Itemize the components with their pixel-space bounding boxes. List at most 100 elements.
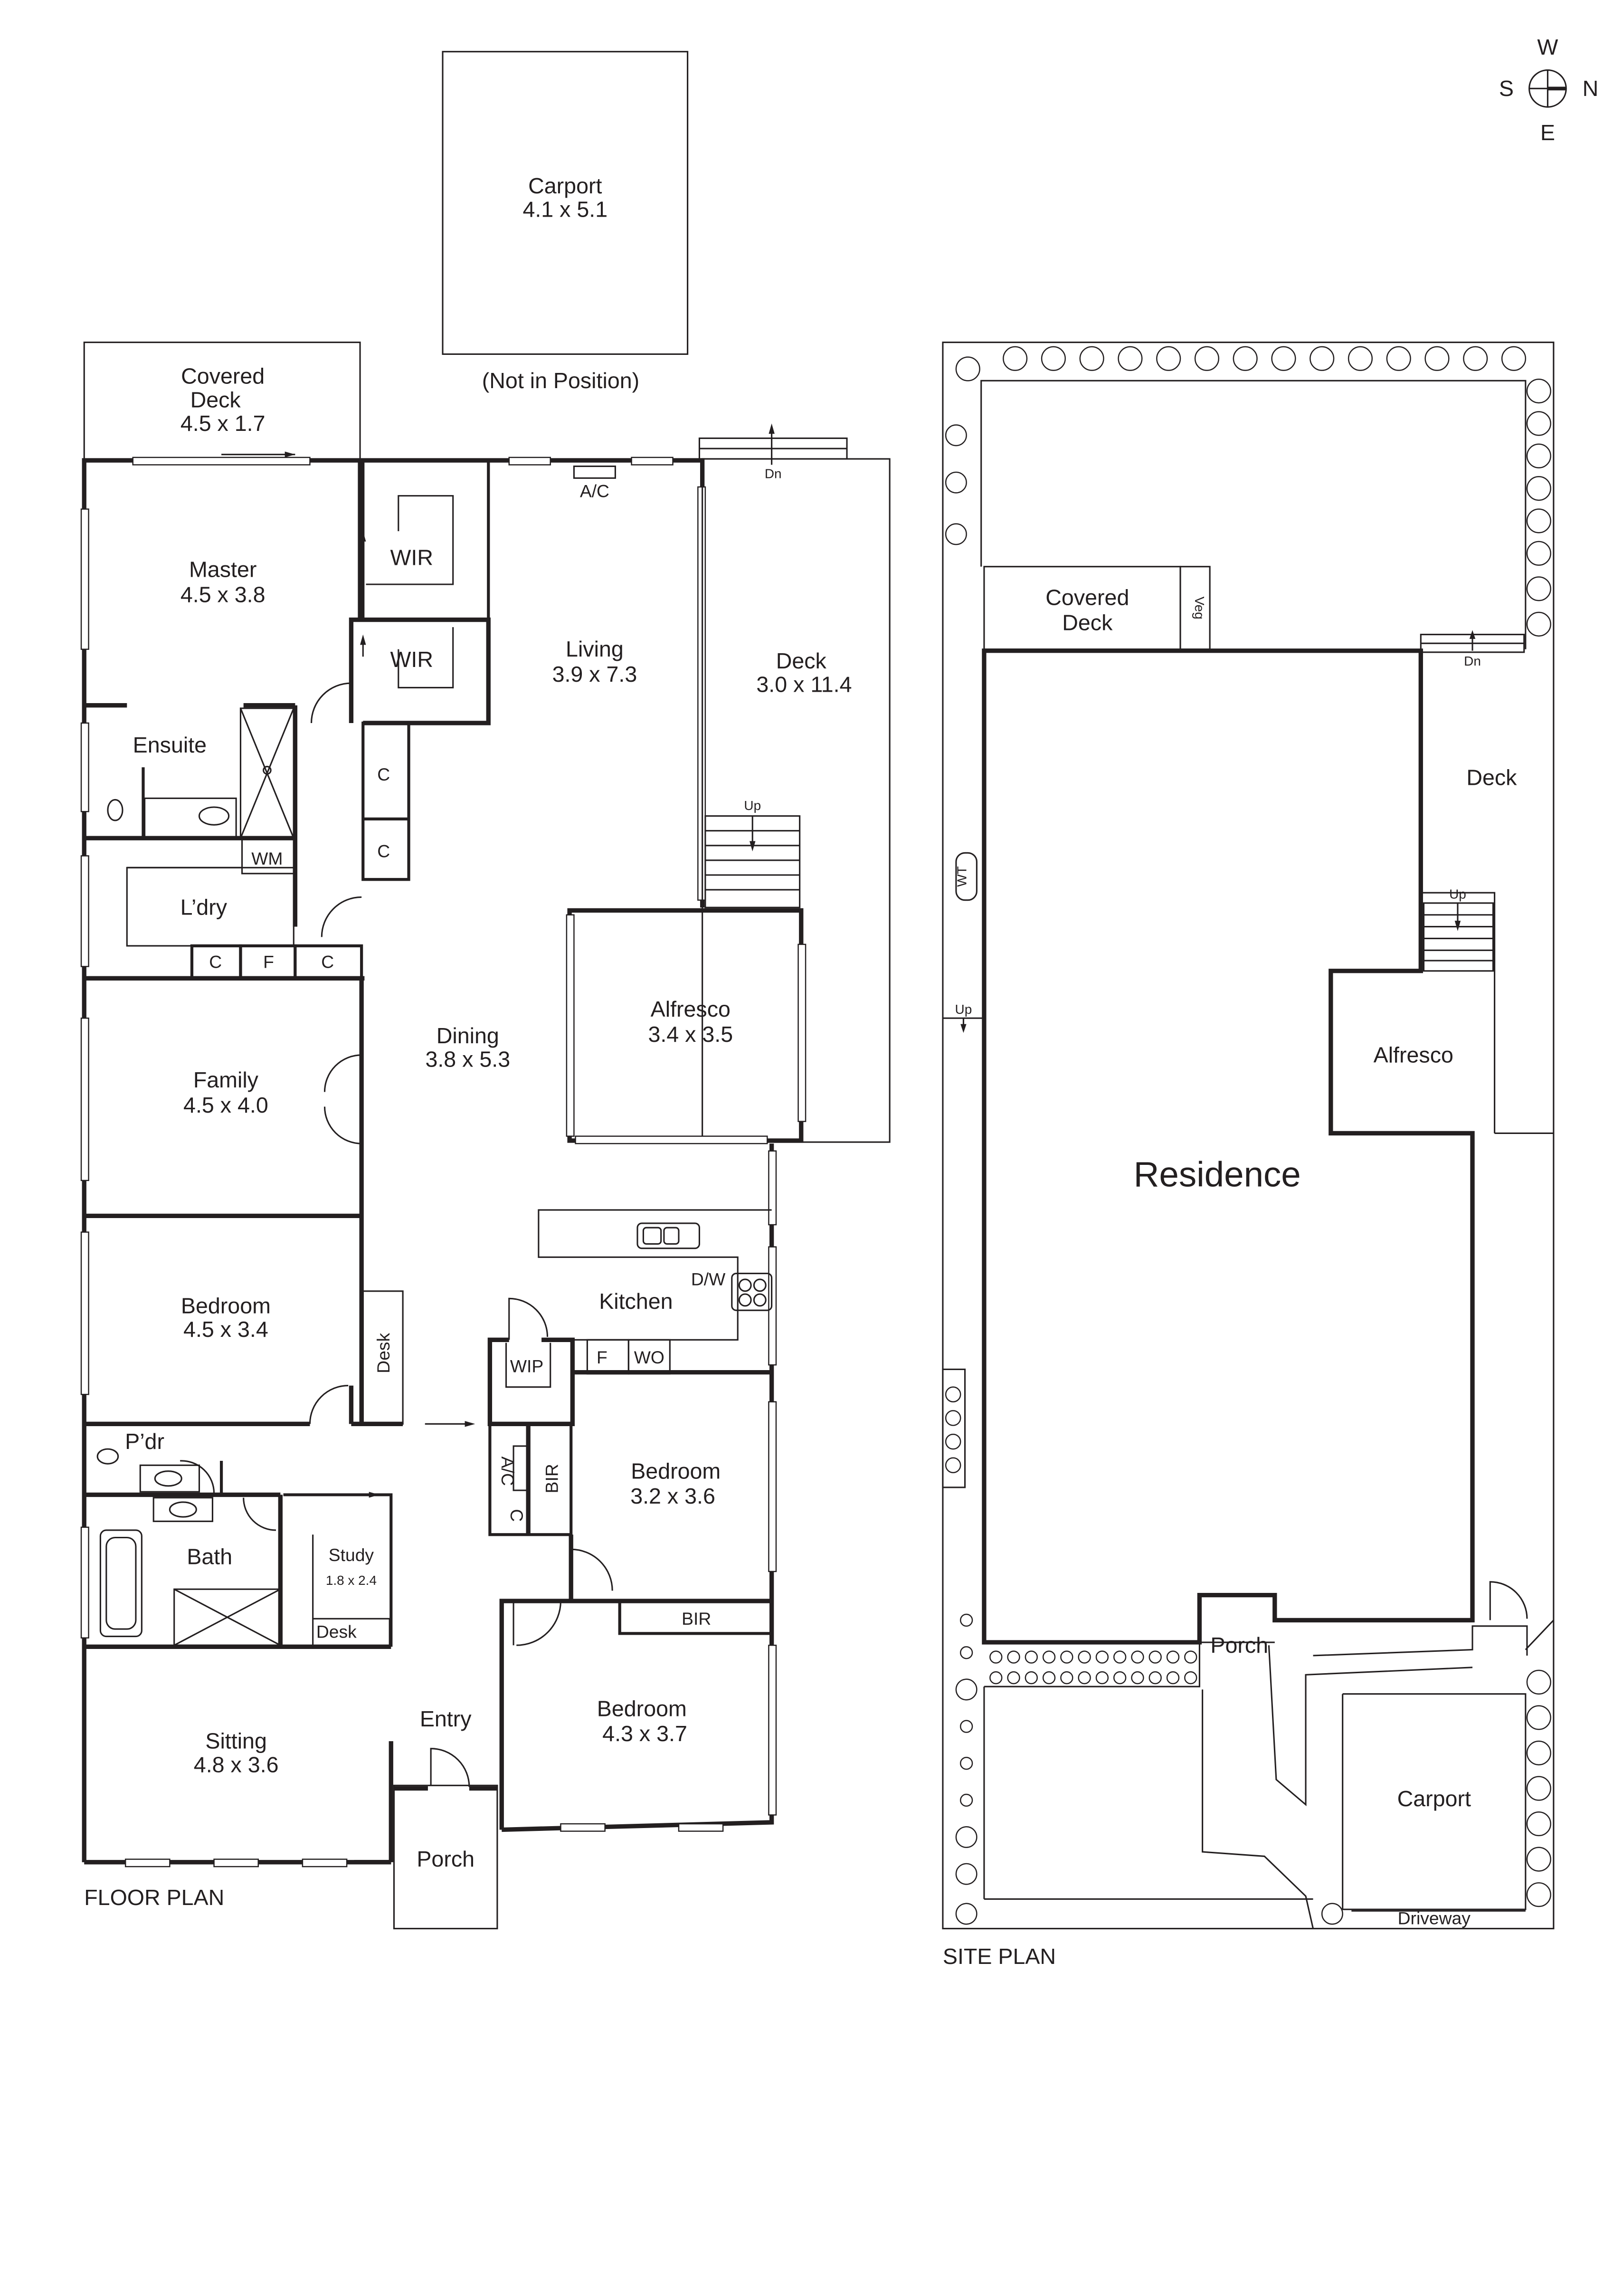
wall-oven-label: WO (634, 1347, 664, 1367)
room-label: Entry (420, 1706, 472, 1731)
room-label: L’dry (180, 895, 228, 920)
hall-cupboards: C C (310, 682, 410, 937)
hedge-row (989, 1650, 1197, 1685)
room-laundry: WM L’dry C F C (84, 837, 365, 981)
washing-machine-label: WM (251, 848, 283, 868)
desk-nook: Desk (362, 1290, 404, 1425)
compass: W S N E (1499, 35, 1598, 145)
room-dimensions: 4.5 x 3.4 (183, 1317, 268, 1342)
room-family: Family 4.5 x 4.0 (84, 978, 364, 1424)
floor-plan: Carport 4.1 x 5.1 (Not in Position) Cove… (80, 51, 891, 1930)
room-label: Ensuite (133, 733, 207, 757)
site-porch: Porch (984, 1581, 1528, 1929)
desk-label: Desk (373, 1333, 393, 1373)
room-bedroom-3: Bedroom 4.3 x 3.7 (513, 1601, 687, 1746)
carport-note: (Not in Position) (482, 368, 639, 393)
site-boundary (942, 342, 1555, 1930)
room-dimensions: 3.4 x 3.5 (648, 1022, 733, 1047)
room-label: Living (566, 637, 624, 661)
water-tank (955, 852, 978, 901)
site-label: Covered (1045, 585, 1129, 610)
room-entry: Entry Porch (393, 1706, 498, 1930)
site-residence: Residence (982, 648, 1475, 1645)
desk-label: Desk (316, 1622, 357, 1642)
site-dn-label: Dn (1464, 654, 1481, 668)
bir-closet (618, 1599, 773, 1635)
fridge-label: F (597, 1347, 607, 1367)
room-label: Bedroom (181, 1293, 271, 1318)
room-dining: Dining 3.8 x 5.3 (425, 1023, 510, 1072)
site-up-label: Up (1449, 887, 1466, 902)
room-dimensions: 4.1 x 5.1 (522, 197, 607, 222)
room-label: Bath (187, 1544, 232, 1569)
site-carport: Carport Driveway (983, 1620, 1554, 1928)
room-dimensions: 1.8 x 2.4 (326, 1573, 377, 1588)
ac-label: A/C (498, 1457, 518, 1486)
room-label: Master (189, 557, 256, 581)
bir-label: BIR (682, 1609, 711, 1629)
room-label: P’dr (125, 1429, 164, 1454)
porch-label: Porch (417, 1847, 475, 1871)
room-label: Family (193, 1067, 259, 1092)
site-plan: Covered Deck Veg Dn Residence (942, 342, 1555, 1969)
room-dimensions: 4.3 x 3.7 (602, 1721, 687, 1746)
fridge-label: F (263, 952, 274, 972)
room-master: Master 4.5 x 3.8 (180, 460, 362, 620)
wir-label: WIR (390, 545, 433, 570)
room-study: Study 1.8 x 2.4 Desk (283, 1492, 393, 1648)
cupboard-label: C (321, 952, 334, 972)
stairs-down-label: Dn (765, 466, 782, 481)
room-bedroom-1: Bedroom 4.5 x 3.4 (84, 1293, 475, 1427)
water-tank-label: WT (955, 866, 969, 886)
room-sitting: Sitting 4.8 x 3.6 (194, 1729, 279, 1777)
room-covered-deck: Covered Deck 4.5 x 1.7 (83, 342, 361, 461)
room-carport-detached: Carport 4.1 x 5.1 (Not in Position) (442, 51, 689, 393)
veg-label: Veg (1192, 597, 1207, 619)
site-label: Deck (1466, 765, 1517, 790)
room-label: Bedroom (631, 1458, 721, 1483)
room-dimensions: 3.9 x 7.3 (552, 662, 637, 686)
closets-ac-bir: A/C C BIR (488, 1422, 573, 1536)
shrubs (945, 346, 1551, 1925)
compass-w: W (1537, 35, 1558, 59)
room-deck: Dn Deck 3.0 x 11.4 Up (698, 423, 891, 1143)
room-wir: WIR WIR (349, 460, 491, 725)
bir-label: BIR (541, 1464, 561, 1493)
stairs-up-label: Up (744, 798, 761, 813)
room-label: Deck (776, 648, 827, 673)
wir-label: WIR (390, 647, 433, 672)
site-label: Porch (1210, 1633, 1268, 1658)
room-powder: P’dr (84, 1429, 281, 1497)
room-dimensions: 3.0 x 11.4 (756, 672, 852, 697)
room-living: Living 3.9 x 7.3 (552, 637, 637, 686)
site-up-label: Up (955, 1002, 972, 1017)
site-label: Deck (1062, 610, 1113, 635)
room-label: Bedroom (597, 1696, 687, 1721)
room-label: Sitting (205, 1729, 266, 1753)
room-kitchen: D/W Kitchen F WO (538, 1209, 773, 1375)
room-alfresco: Alfresco 3.4 x 3.5 (566, 908, 807, 1144)
site-label: Carport (1397, 1786, 1471, 1811)
planter (942, 1368, 966, 1488)
room-dimensions: 3.2 x 3.6 (630, 1484, 715, 1508)
dishwasher-label: D/W (691, 1269, 726, 1289)
floor-plan-title: FLOOR PLAN (84, 1885, 224, 1910)
room-label: Alfresco (651, 997, 731, 1021)
ac-unit (573, 465, 616, 479)
room-dimensions: 4.5 x 1.7 (180, 411, 266, 436)
cupboard-label: C (507, 1509, 527, 1522)
wip-label: WIP (510, 1356, 543, 1376)
compass-e: E (1540, 120, 1555, 145)
room-dimensions: 4.5 x 4.0 (183, 1093, 268, 1117)
room-dimensions: 4.5 x 3.8 (180, 582, 266, 607)
room-dimensions: 4.8 x 3.6 (194, 1752, 279, 1777)
compass-n: N (1583, 76, 1599, 101)
room-label: Dining (437, 1023, 499, 1048)
room-label: Carport (528, 173, 602, 198)
room-label: Study (329, 1545, 374, 1565)
site-label: Residence (1134, 1154, 1301, 1194)
room-label: Deck (190, 387, 241, 412)
site-covered-deck: Covered Deck Veg (983, 566, 1211, 650)
site-plan-title: SITE PLAN (943, 1944, 1056, 1969)
